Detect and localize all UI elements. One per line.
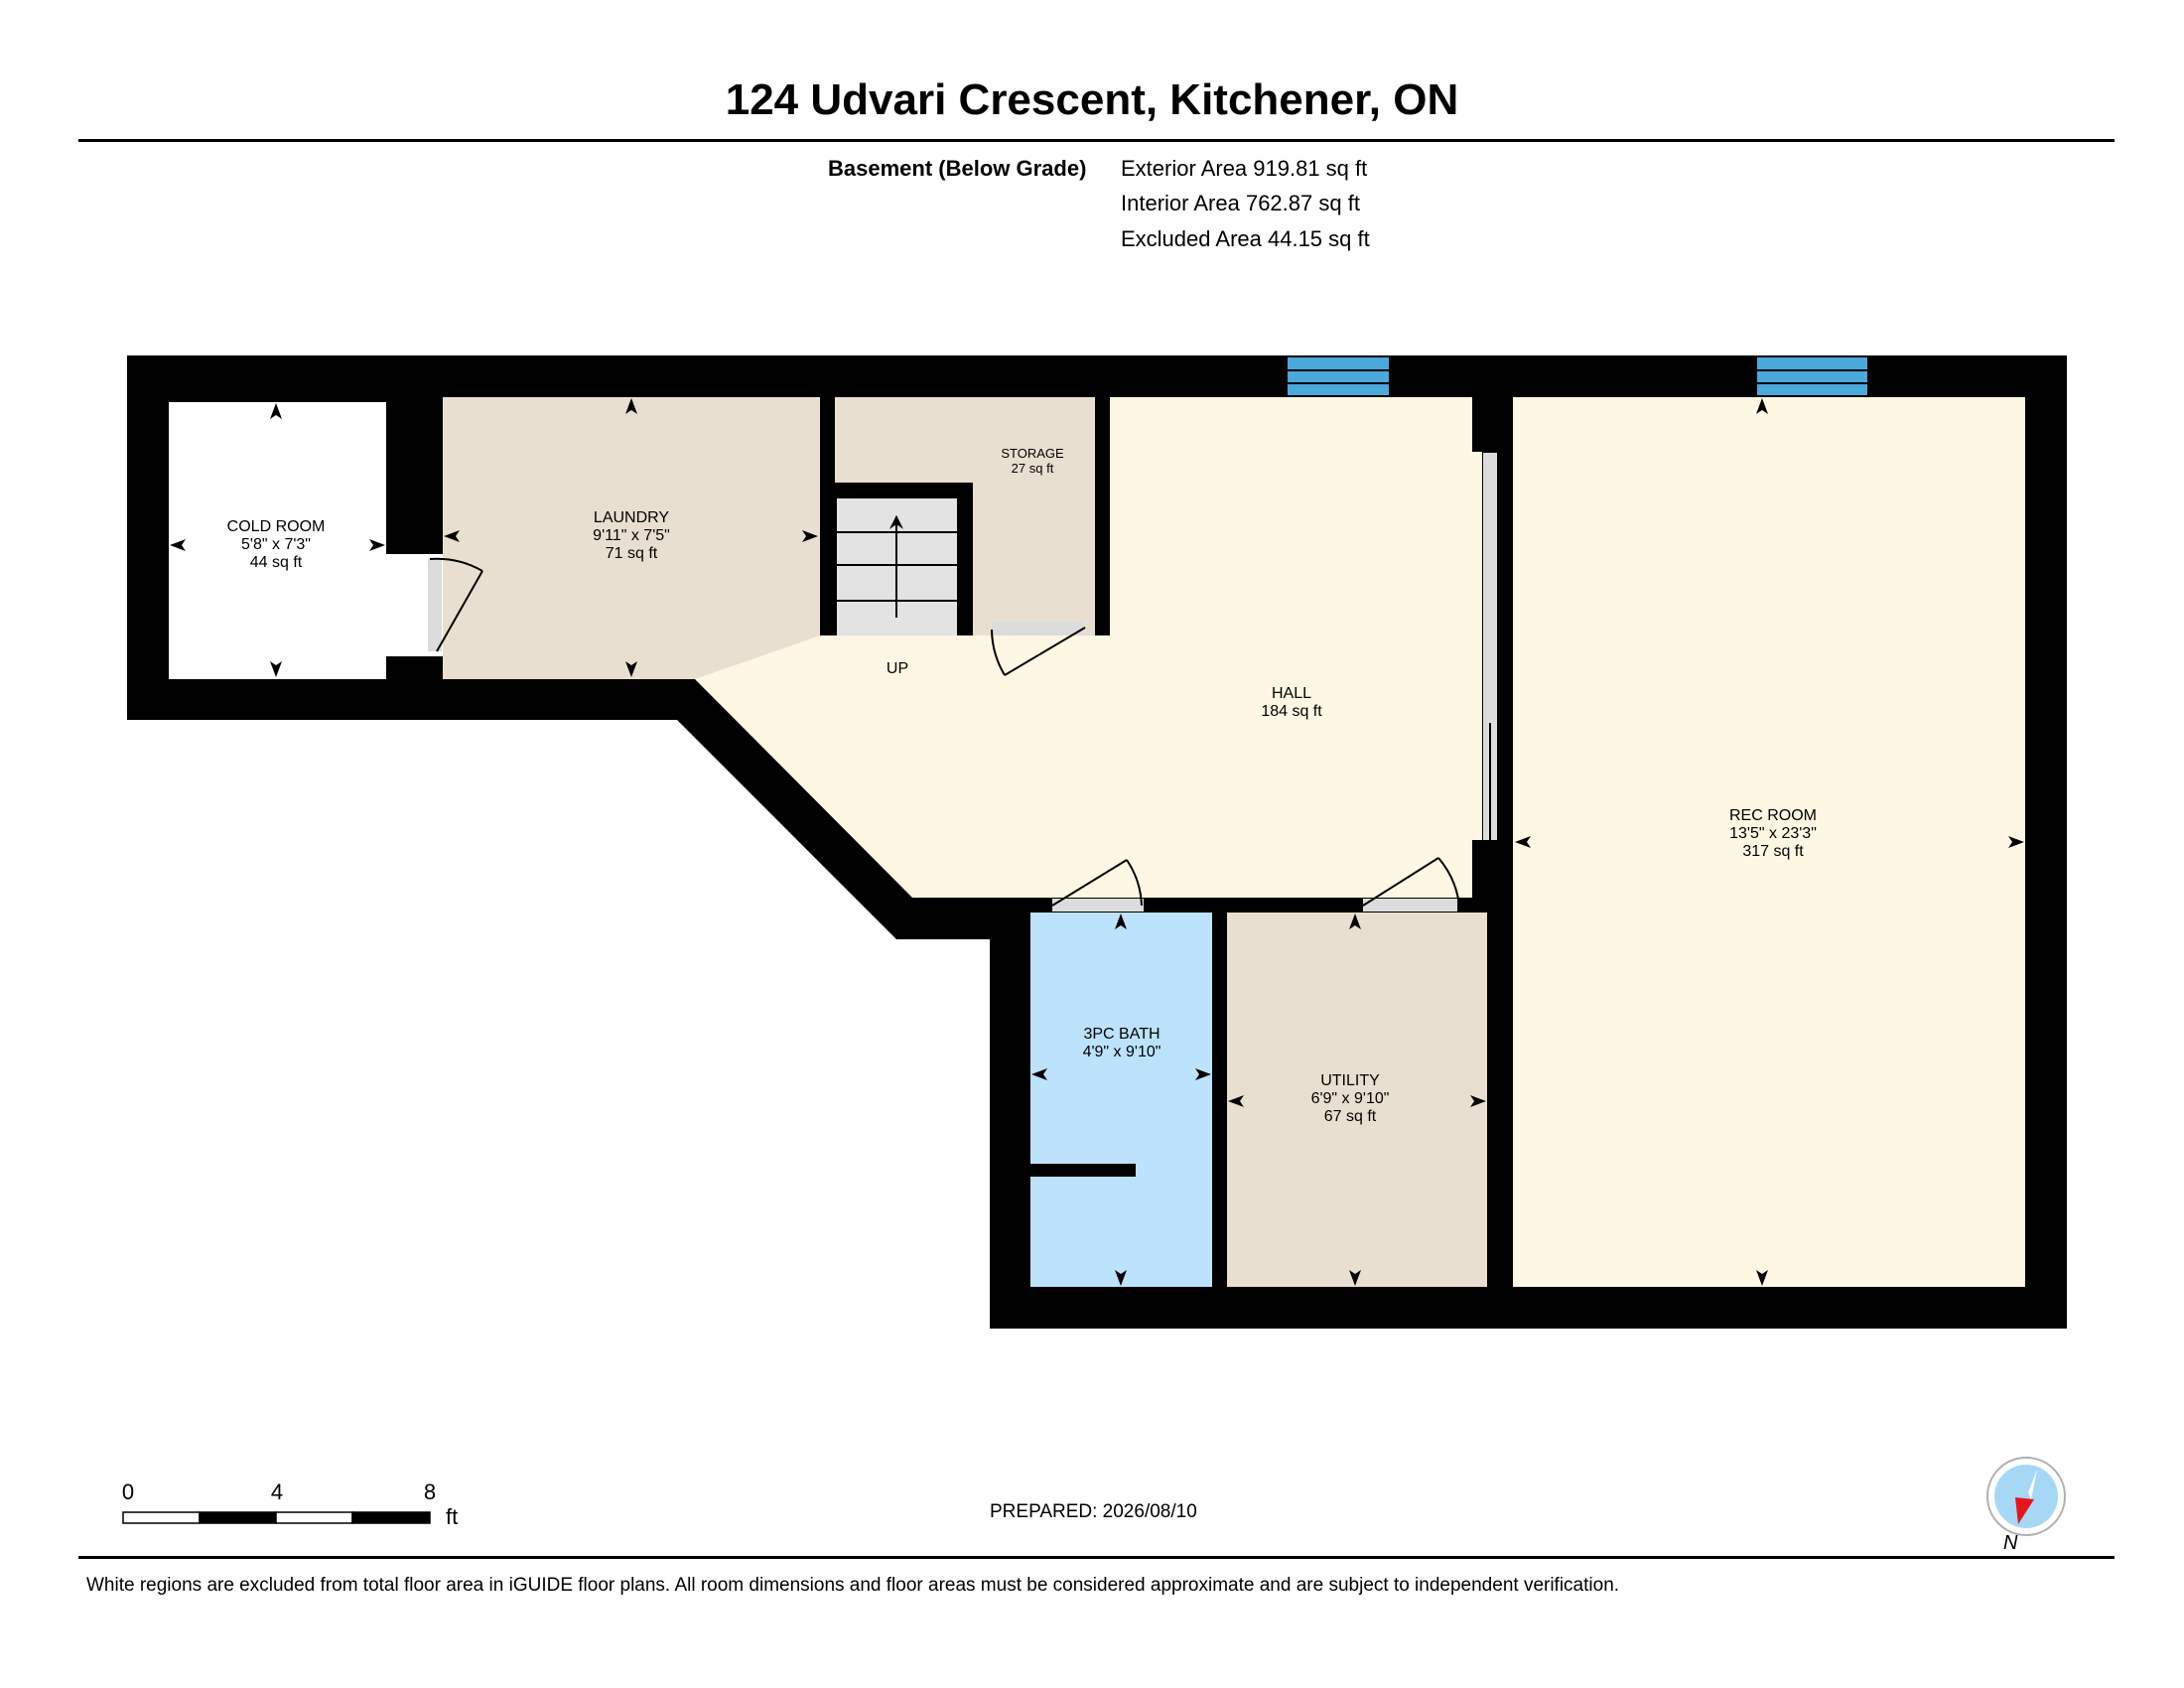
window-hall: [1288, 357, 1389, 395]
room-label-laundry: LAUNDRY 9'11" x 7'5" 71 sq ft: [593, 509, 670, 563]
floor-level-label: Basement (Below Grade): [828, 156, 1087, 181]
room-name: COLD ROOM: [226, 518, 326, 535]
rec-room-floor: [1513, 397, 2025, 1287]
room-name: STORAGE: [1001, 446, 1064, 461]
room-label-cold-room: COLD ROOM 5'8" x 7'3" 44 sq ft: [227, 518, 326, 572]
room-dimensions: 4'9" x 9'10": [1082, 1044, 1161, 1060]
dimension-arrows: [170, 398, 2024, 1286]
compass-icon: [1986, 1457, 2066, 1536]
room-label-bath: 3PC BATH 4'9" x 9'10": [1083, 1026, 1161, 1061]
room-name: LAUNDRY: [593, 509, 670, 526]
scale-unit: ft: [446, 1504, 459, 1529]
exterior-area: Exterior Area 919.81 sq ft: [1121, 156, 1368, 181]
footer-rule: [78, 1556, 2115, 1559]
laundry-floor: [443, 397, 820, 679]
stairs-up-label: UP: [886, 660, 909, 677]
scale-bar: [122, 1511, 431, 1524]
hall-floor: [695, 397, 1482, 898]
scale-tick-0: 0: [121, 1479, 135, 1504]
room-dimensions: 9'11" x 7'5": [593, 527, 670, 544]
room-label-rec-room: REC ROOM 13'5" x 23'3" 317 sq ft: [1729, 807, 1817, 861]
utility-floor: [1227, 913, 1487, 1287]
room-label-hall: HALL 184 sq ft: [1261, 685, 1321, 721]
room-name: UTILITY: [1320, 1072, 1380, 1089]
door-storage: [991, 622, 1086, 676]
room-name: REC ROOM: [1729, 807, 1817, 824]
bath-floor: [1030, 913, 1212, 1287]
room-area: 27 sq ft: [1011, 461, 1054, 476]
interior-area: Interior Area 762.87 sq ft: [1121, 191, 1360, 215]
bifold-door-rec-room: [1483, 453, 1497, 840]
room-dimensions: 13'5" x 23'3": [1729, 825, 1817, 842]
bath-partition: [1030, 1164, 1136, 1177]
disclaimer-text: White regions are excluded from total fl…: [86, 1575, 1620, 1596]
compass-north-label: N: [2003, 1532, 2018, 1554]
cold-room-floor: [169, 402, 386, 679]
room-label-storage: STORAGE 27 sq ft: [1001, 446, 1063, 476]
header-rule: [78, 139, 2115, 142]
property-address-title: 124 Udvari Crescent, Kitchener, ON: [725, 75, 1459, 124]
room-area: 317 sq ft: [1742, 843, 1804, 860]
door-cold-room: [428, 557, 483, 652]
room-area: 184 sq ft: [1261, 703, 1322, 720]
room-dimensions: 5'8" x 7'3": [241, 536, 311, 553]
prepared-date: PREPARED: 2026/08/10: [990, 1501, 1197, 1522]
room-label-utility: UTILITY 6'9" x 9'10" 67 sq ft: [1311, 1072, 1390, 1126]
room-area: 44 sq ft: [249, 554, 303, 571]
excluded-area: Excluded Area 44.15 sq ft: [1121, 226, 1370, 251]
door-utility: [1362, 857, 1460, 912]
room-name: 3PC BATH: [1083, 1026, 1160, 1043]
window-rec-room: [1757, 357, 1867, 395]
room-dimensions: 6'9" x 9'10": [1310, 1090, 1390, 1107]
scale-tick-8: 8: [423, 1479, 437, 1504]
door-bath: [1051, 859, 1144, 912]
room-area: 67 sq ft: [1323, 1108, 1377, 1125]
room-name: HALL: [1271, 685, 1312, 702]
room-area: 71 sq ft: [605, 545, 658, 562]
scale-tick-4: 4: [270, 1479, 284, 1504]
